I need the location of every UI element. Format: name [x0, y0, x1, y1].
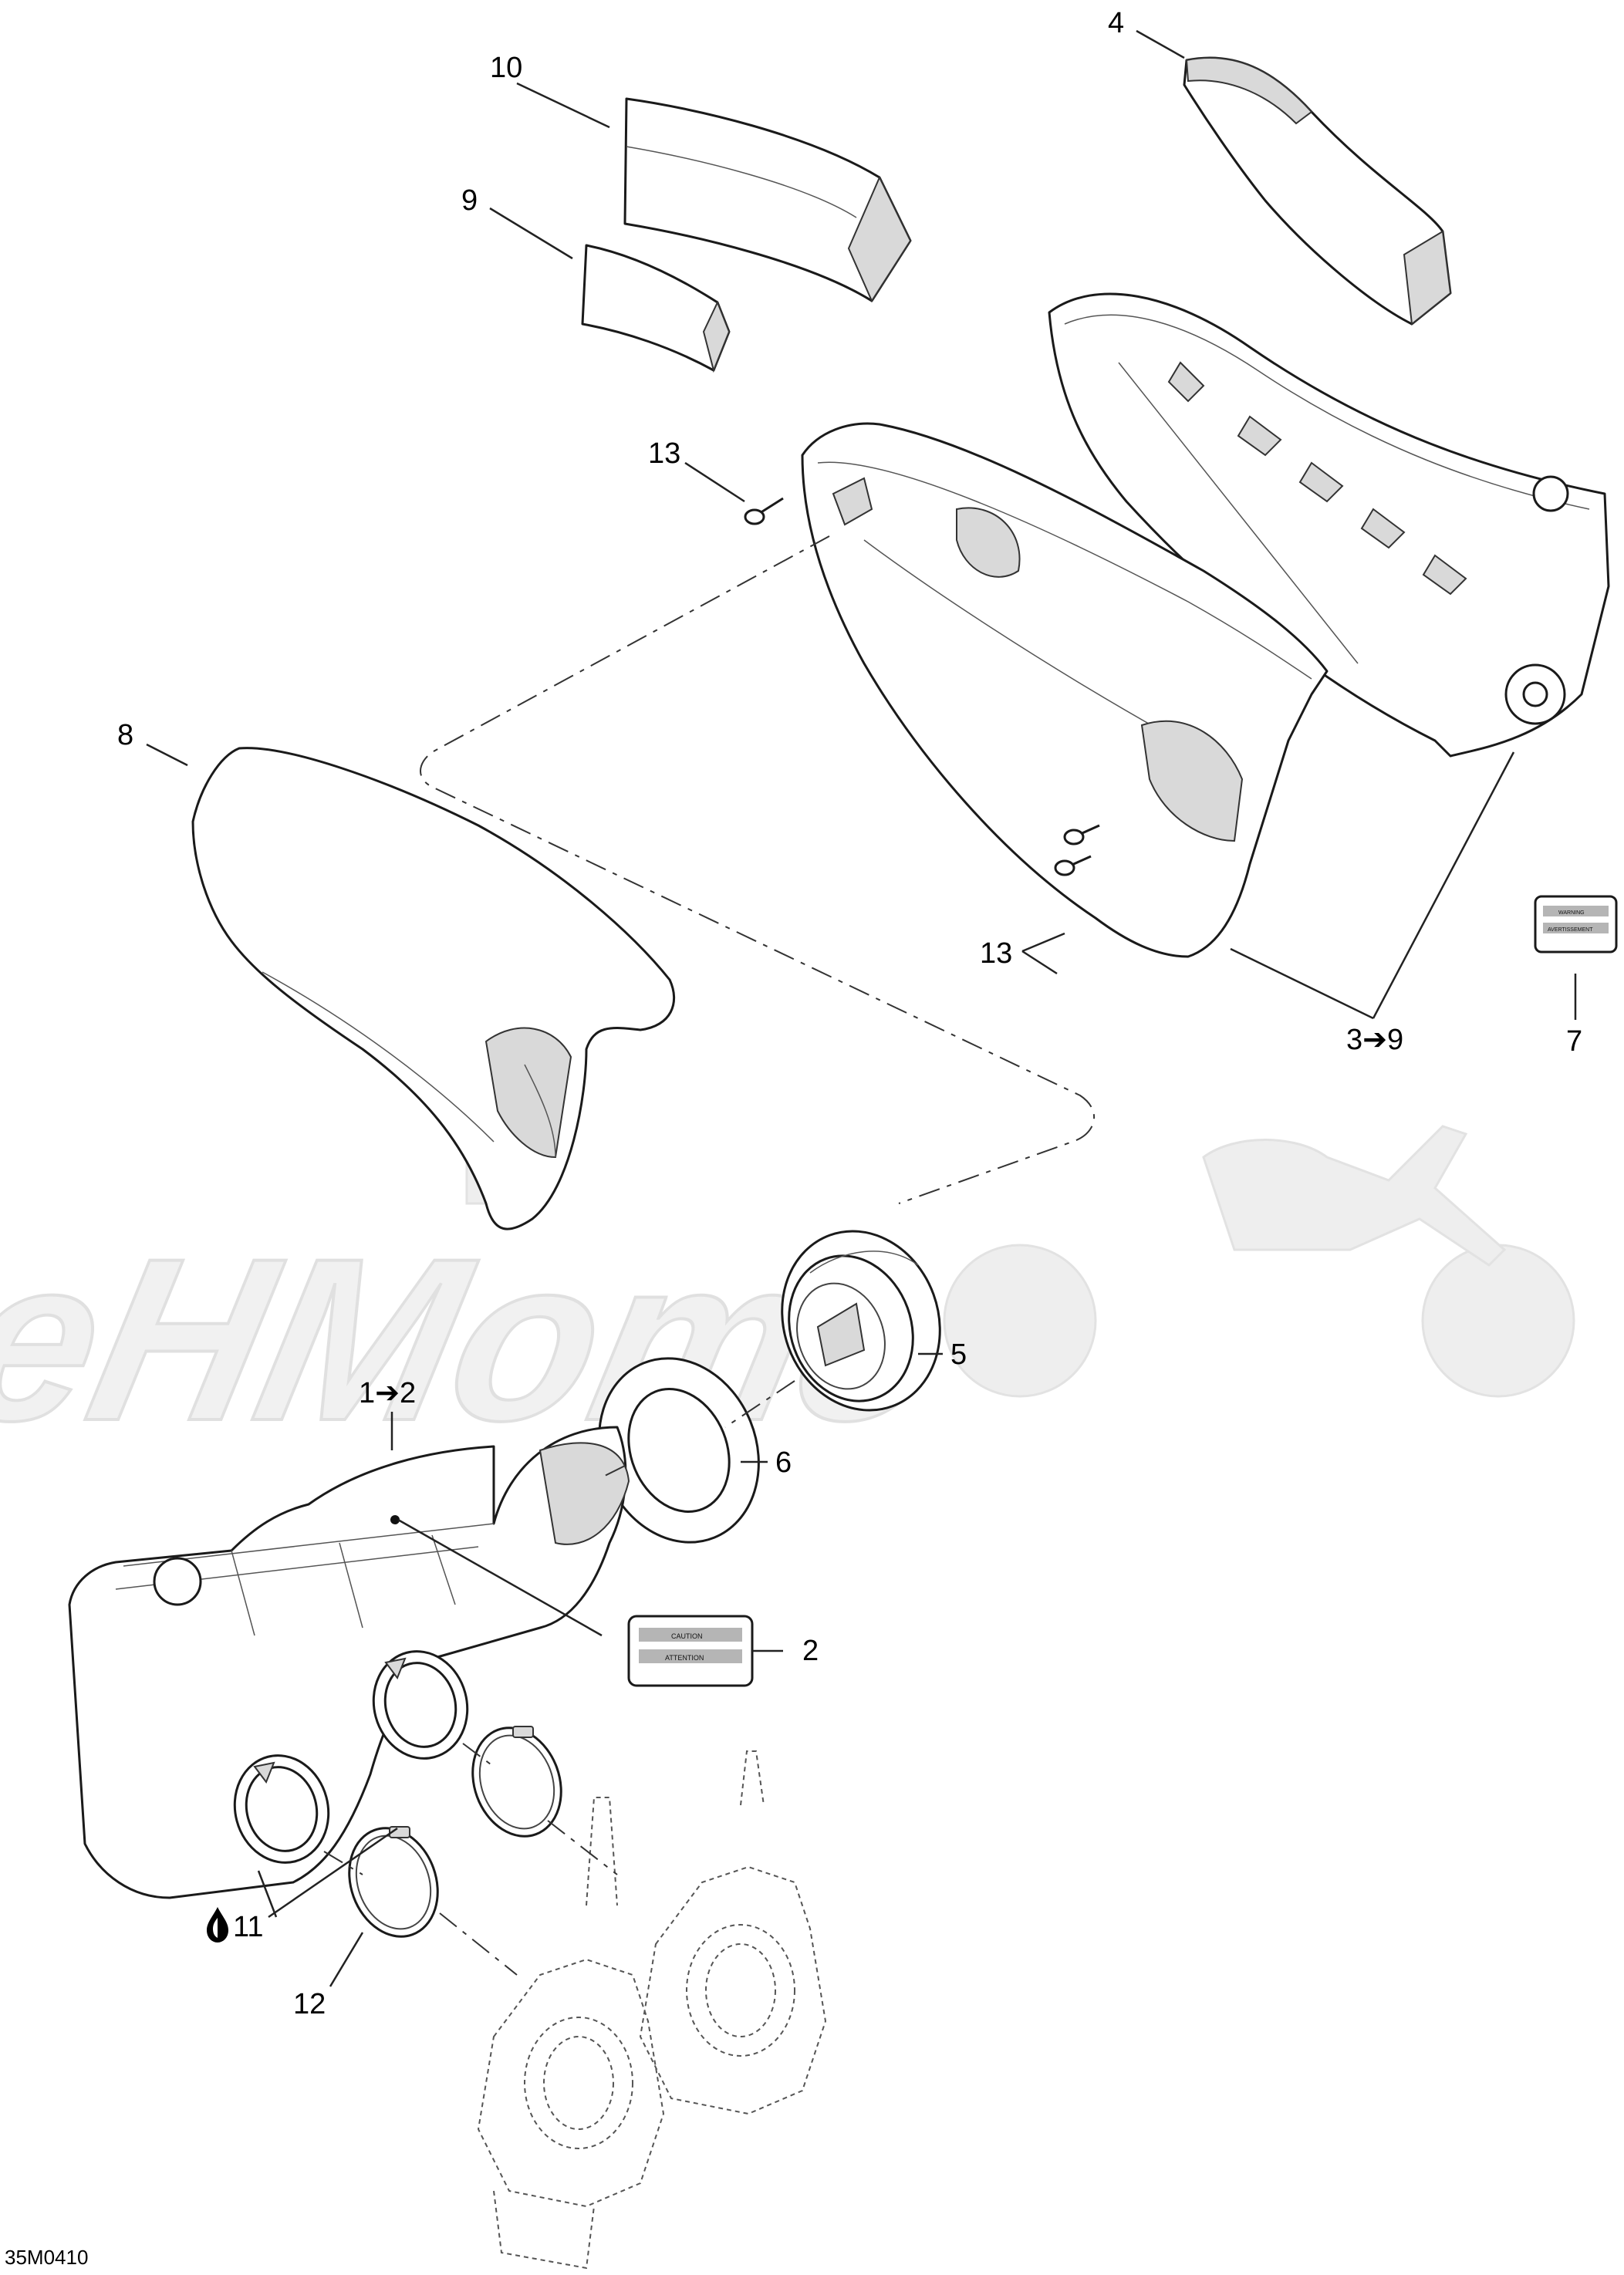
callout-7: 7 [1566, 1025, 1582, 1058]
leader-lines [146, 29, 1577, 1987]
part-1-silencer-base[interactable] [68, 1426, 630, 1899]
callout-13-lower: 13 [980, 937, 1012, 970]
callout-4: 4 [1108, 7, 1124, 39]
decal-2-caution-text: CAUTION [671, 1632, 703, 1640]
callout-3: 3 [1346, 1024, 1362, 1056]
callout-5: 5 [950, 1338, 967, 1371]
document-id: 35M0410 [5, 2246, 88, 2269]
decal-2-attention-text: ATTENTION [665, 1654, 704, 1662]
callout-10: 10 [490, 52, 522, 84]
watermark-wheel-icon [1421, 1244, 1575, 1398]
watermark-logo: АеНМото [0, 848, 1575, 1470]
carburetor-reference-outline [477, 1750, 827, 2270]
callout-2: 2 [802, 1635, 819, 1667]
part-5-adaptor[interactable] [758, 1209, 965, 1433]
callout-labels: 4 10 9 13 8 13 3➔9 7 5 1➔2 6 2 11 12 35M… [5, 7, 1582, 2269]
callout-11: 11 [233, 1911, 263, 1943]
callout-3-to-9: 3➔9 [1346, 1024, 1403, 1056]
callout-2-range-end: 2 [400, 1377, 416, 1409]
watermark-motorcycle-frame-icon [1202, 1125, 1507, 1267]
decal-7-warning-text: WARNING [1558, 910, 1585, 916]
part-7-decal[interactable]: WARNING AVERTISSEMENT [1534, 895, 1618, 954]
part-3-silencer-cover-rear[interactable] [1048, 292, 1610, 758]
callout-1: 1 [359, 1377, 375, 1409]
callout-6: 6 [775, 1446, 792, 1479]
part-4-foam-block[interactable] [1183, 56, 1452, 326]
part-13-screw-lower-b[interactable] [1054, 855, 1092, 876]
callout-13-upper: 13 [648, 437, 680, 470]
callout-9-range-end: 9 [1387, 1024, 1403, 1056]
part-12-clamp-lower[interactable] [335, 1816, 453, 1949]
decal-7-avertissement-text: AVERTISSEMENT [1548, 927, 1593, 933]
callout-9: 9 [461, 184, 478, 217]
range-arrow-icon: ➔ [375, 1377, 400, 1409]
part-8-foam-pad[interactable] [191, 747, 676, 1230]
part-6-gasket[interactable] [572, 1334, 786, 1566]
part-12-clamp-upper[interactable] [458, 1716, 576, 1849]
assembly-lines [323, 535, 1096, 1976]
callout-8: 8 [117, 719, 133, 751]
part-9-foam-strip[interactable] [581, 244, 731, 373]
range-arrow-icon: ➔ [1362, 1024, 1387, 1056]
part-13-screw-upper[interactable] [744, 497, 784, 525]
part-13-screw-lower-a[interactable] [1063, 824, 1100, 846]
part-3-silencer-cover-front[interactable] [801, 422, 1329, 958]
part-10-foam-strip[interactable] [623, 97, 912, 303]
callout-12: 12 [293, 1988, 326, 2020]
watermark-wheel-icon [943, 1244, 1097, 1398]
part-2-decal[interactable]: CAUTION ATTENTION [627, 1615, 754, 1687]
callout-1-to-2: 1➔2 [359, 1377, 416, 1409]
